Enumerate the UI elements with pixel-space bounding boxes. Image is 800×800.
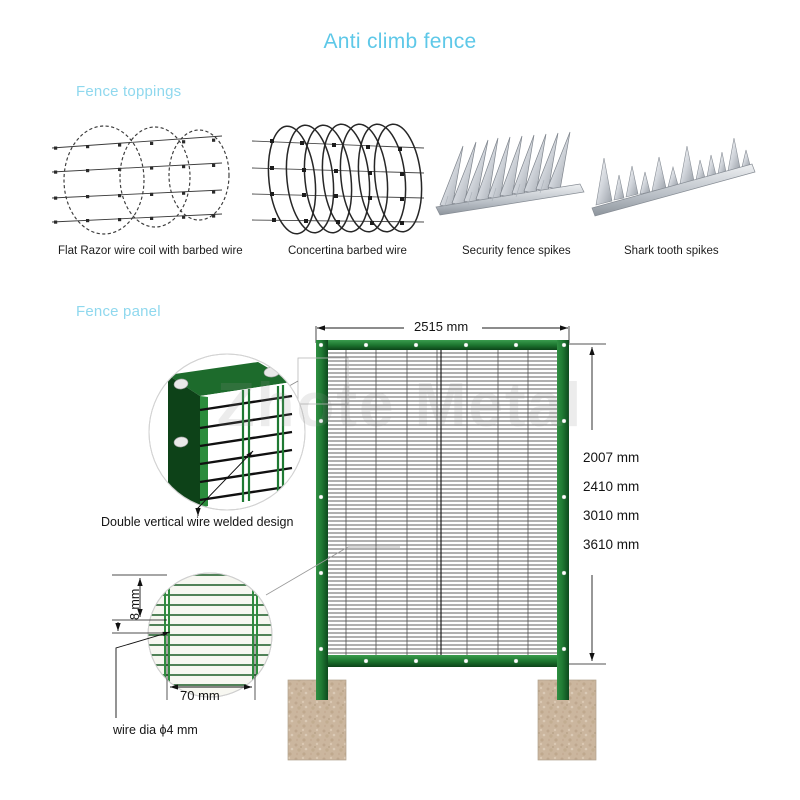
section-heading-toppings: Fence toppings xyxy=(76,83,182,100)
concrete-footings xyxy=(287,679,597,761)
razor-wire-coil-icon xyxy=(51,125,230,235)
section-heading-panel: Fence panel xyxy=(76,303,161,320)
callout-wire-diameter: wire dia ϕ4 mm xyxy=(113,723,198,737)
mesh-horizontal-dimension xyxy=(166,636,256,700)
shark-tooth-spikes-icon xyxy=(591,137,756,217)
height-option-0: 2007 mm xyxy=(583,450,640,465)
callout-double-vertical-wire: Double vertical wire welded design xyxy=(101,515,294,529)
mesh-lens-leader xyxy=(265,546,400,596)
fence-spikes-icon xyxy=(435,131,585,216)
panel-frame xyxy=(316,340,569,667)
height-dimension xyxy=(569,343,606,665)
height-option-1: 2410 mm xyxy=(583,479,640,494)
height-option-3: 3610 mm xyxy=(583,537,640,552)
fence-mesh-panel xyxy=(316,340,569,665)
double-wire-detail-lens xyxy=(148,353,306,516)
height-option-2: 3010 mm xyxy=(583,508,640,523)
caption-security-spikes: Security fence spikes xyxy=(462,245,571,257)
wire-dia-leader xyxy=(115,631,171,718)
panel-height-dimension-list: 2007 mm 2410 mm 3010 mm 3610 mm xyxy=(583,443,639,559)
mesh-vertical-spacing-label: 8 mm xyxy=(128,588,142,620)
caption-shark-tooth: Shark tooth spikes xyxy=(624,245,719,257)
mesh-vertical-dimension xyxy=(112,574,167,634)
panel-width-dimension-label: 2515 mm xyxy=(414,319,469,334)
mesh-horizontal-spacing-label: 70 mm xyxy=(180,688,220,703)
concertina-coil-icon xyxy=(251,123,425,235)
caption-concertina: Concertina barbed wire xyxy=(288,245,407,257)
page-title: Anti climb fence xyxy=(323,30,477,53)
caption-flat-razor-coil: Flat Razor wire coil with barbed wire xyxy=(58,245,243,257)
